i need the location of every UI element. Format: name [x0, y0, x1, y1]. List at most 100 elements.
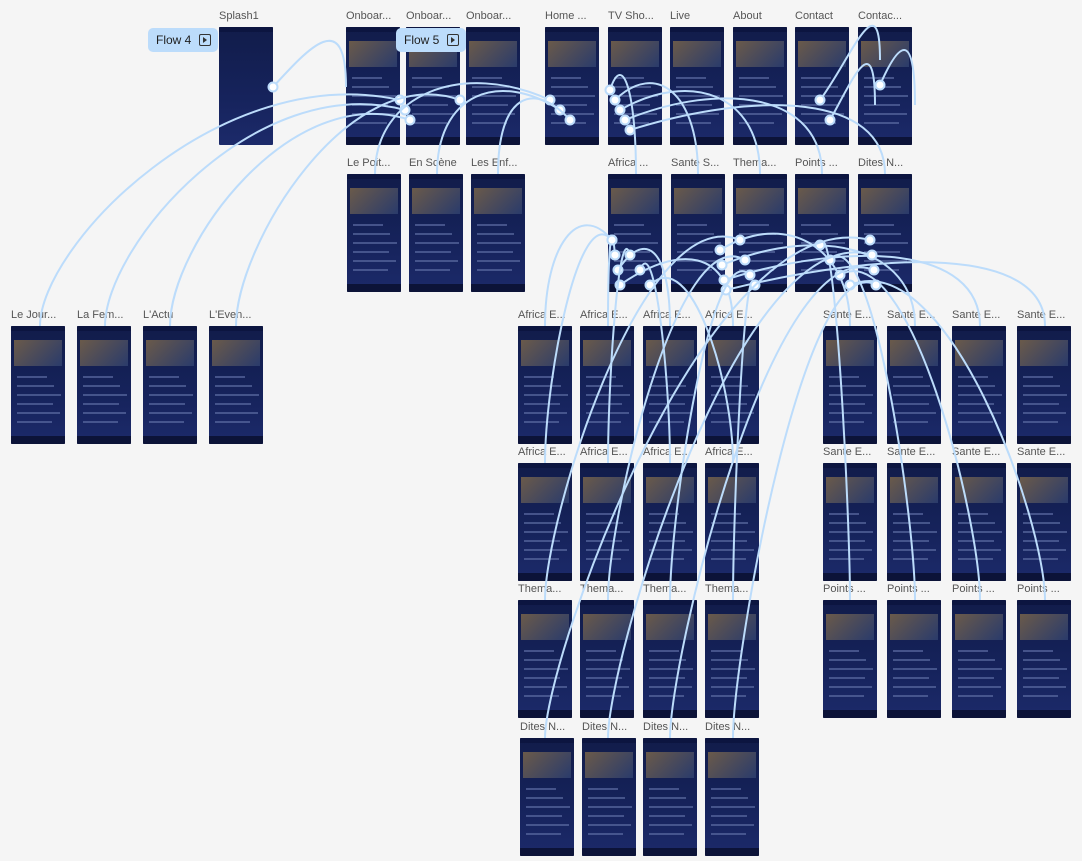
- frame-title[interactable]: Thema...: [643, 583, 687, 595]
- frame-title[interactable]: L'Even...: [209, 309, 252, 321]
- frame-thumbnail[interactable]: [471, 174, 525, 292]
- frame-thumbnail[interactable]: [671, 174, 725, 292]
- frame-thumbnail[interactable]: [643, 463, 697, 581]
- frame-thumbnail[interactable]: [1017, 600, 1071, 718]
- frame-title[interactable]: Sante E...: [952, 446, 1001, 458]
- frame-thumbnail[interactable]: [346, 27, 400, 145]
- frame-thumbnail[interactable]: [77, 326, 131, 444]
- frame-title[interactable]: Onboar...: [406, 10, 452, 22]
- frame-title[interactable]: Sante E...: [823, 446, 872, 458]
- frame-thumbnail[interactable]: [518, 463, 572, 581]
- frame-title[interactable]: Africa E...: [518, 446, 566, 458]
- frame-title[interactable]: Sante E...: [823, 309, 872, 321]
- frame-title[interactable]: Les Enf...: [471, 157, 518, 169]
- frame-title[interactable]: Onboar...: [346, 10, 392, 22]
- frame-title[interactable]: Thema...: [733, 157, 777, 169]
- frame-title[interactable]: Africa E...: [705, 446, 753, 458]
- frame-title[interactable]: Africa E...: [518, 309, 566, 321]
- frame-thumbnail[interactable]: [580, 463, 634, 581]
- frame-thumbnail[interactable]: [952, 600, 1006, 718]
- frame-thumbnail[interactable]: [466, 27, 520, 145]
- frame-thumbnail[interactable]: [952, 463, 1006, 581]
- frame-thumbnail[interactable]: [887, 463, 941, 581]
- frame-title[interactable]: Points ...: [1017, 583, 1060, 595]
- frame-thumbnail[interactable]: [643, 600, 697, 718]
- frame-thumbnail[interactable]: [705, 326, 759, 444]
- frame-title[interactable]: Thema...: [518, 583, 562, 595]
- frame-thumbnail[interactable]: [219, 27, 273, 145]
- frame-thumbnail[interactable]: [733, 27, 787, 145]
- frame-thumbnail[interactable]: [582, 738, 636, 856]
- frame-title[interactable]: Sante E...: [1017, 309, 1066, 321]
- frame-title[interactable]: Home ...: [545, 10, 587, 22]
- frame-title[interactable]: Africa E...: [643, 309, 691, 321]
- frame-thumbnail[interactable]: [795, 174, 849, 292]
- frame-title[interactable]: Sante E...: [1017, 446, 1066, 458]
- frame-title[interactable]: Dites N...: [858, 157, 904, 169]
- frame-title[interactable]: Dites N...: [520, 721, 566, 733]
- frame-thumbnail[interactable]: [409, 174, 463, 292]
- frame-title[interactable]: Sante E...: [887, 309, 936, 321]
- frame-thumbnail[interactable]: [608, 174, 662, 292]
- frame-title[interactable]: Thema...: [580, 583, 624, 595]
- frame-thumbnail[interactable]: [823, 600, 877, 718]
- frame-title[interactable]: TV Sho...: [608, 10, 654, 22]
- frame-title[interactable]: Dites N...: [582, 721, 628, 733]
- frame-thumbnail[interactable]: [705, 463, 759, 581]
- frame-thumbnail[interactable]: [952, 326, 1006, 444]
- frame-title[interactable]: Contact: [795, 10, 833, 22]
- frame-thumbnail[interactable]: [823, 326, 877, 444]
- frame-thumbnail[interactable]: [670, 27, 724, 145]
- frame-title[interactable]: Thema...: [705, 583, 749, 595]
- frame-title[interactable]: Le Poit...: [347, 157, 391, 169]
- frame-title[interactable]: Points ...: [795, 157, 838, 169]
- frame-title[interactable]: Africa ...: [608, 157, 649, 169]
- frame-title[interactable]: Dites N...: [643, 721, 689, 733]
- frame-title[interactable]: L'Actu: [143, 309, 174, 321]
- flow-4-badge[interactable]: Flow 4: [148, 28, 218, 52]
- frame-title[interactable]: About: [733, 10, 762, 22]
- frame-title[interactable]: Africa E...: [580, 446, 628, 458]
- frame-title[interactable]: Sante E...: [952, 309, 1001, 321]
- frame-title[interactable]: Dites N...: [705, 721, 751, 733]
- frame-thumbnail[interactable]: [347, 174, 401, 292]
- frame-title[interactable]: Splash1: [219, 10, 259, 22]
- frame-thumbnail[interactable]: [580, 326, 634, 444]
- frame-title[interactable]: Sante S...: [671, 157, 720, 169]
- frame-title[interactable]: Le Jour...: [11, 309, 57, 321]
- frame-thumbnail[interactable]: [887, 600, 941, 718]
- frame-thumbnail[interactable]: [608, 27, 662, 145]
- frame-title[interactable]: Africa E...: [580, 309, 628, 321]
- frame-thumbnail[interactable]: [887, 326, 941, 444]
- frame-thumbnail[interactable]: [705, 600, 759, 718]
- frame-thumbnail[interactable]: [795, 27, 849, 145]
- frame-title[interactable]: Points ...: [887, 583, 930, 595]
- frame-thumbnail[interactable]: [518, 600, 572, 718]
- frame-thumbnail[interactable]: [858, 174, 912, 292]
- frame-thumbnail[interactable]: [11, 326, 65, 444]
- frame-title[interactable]: Contac...: [858, 10, 903, 22]
- frame-thumbnail[interactable]: [823, 463, 877, 581]
- frame-thumbnail[interactable]: [580, 600, 634, 718]
- frame-title[interactable]: En Scène: [409, 157, 457, 169]
- frame-title[interactable]: Points ...: [952, 583, 995, 595]
- frame-thumbnail[interactable]: [1017, 463, 1071, 581]
- frame-title[interactable]: Live: [670, 10, 691, 22]
- frame-thumbnail[interactable]: [209, 326, 263, 444]
- frame-thumbnail[interactable]: [520, 738, 574, 856]
- frame-thumbnail[interactable]: [143, 326, 197, 444]
- frame-thumbnail[interactable]: [1017, 326, 1071, 444]
- frame-title[interactable]: Onboar...: [466, 10, 512, 22]
- frame-title[interactable]: Africa E...: [705, 309, 753, 321]
- flow-5-badge[interactable]: Flow 5: [396, 28, 466, 52]
- frame-thumbnail[interactable]: [733, 174, 787, 292]
- frame-thumbnail[interactable]: [705, 738, 759, 856]
- frame-thumbnail[interactable]: [518, 326, 572, 444]
- frame-thumbnail[interactable]: [643, 326, 697, 444]
- frame-title[interactable]: Points ...: [823, 583, 866, 595]
- frame-title[interactable]: La Fem...: [77, 309, 124, 321]
- frame-thumbnail[interactable]: [858, 27, 912, 145]
- frame-thumbnail[interactable]: [545, 27, 599, 145]
- frame-thumbnail[interactable]: [643, 738, 697, 856]
- frame-title[interactable]: Africa E...: [643, 446, 691, 458]
